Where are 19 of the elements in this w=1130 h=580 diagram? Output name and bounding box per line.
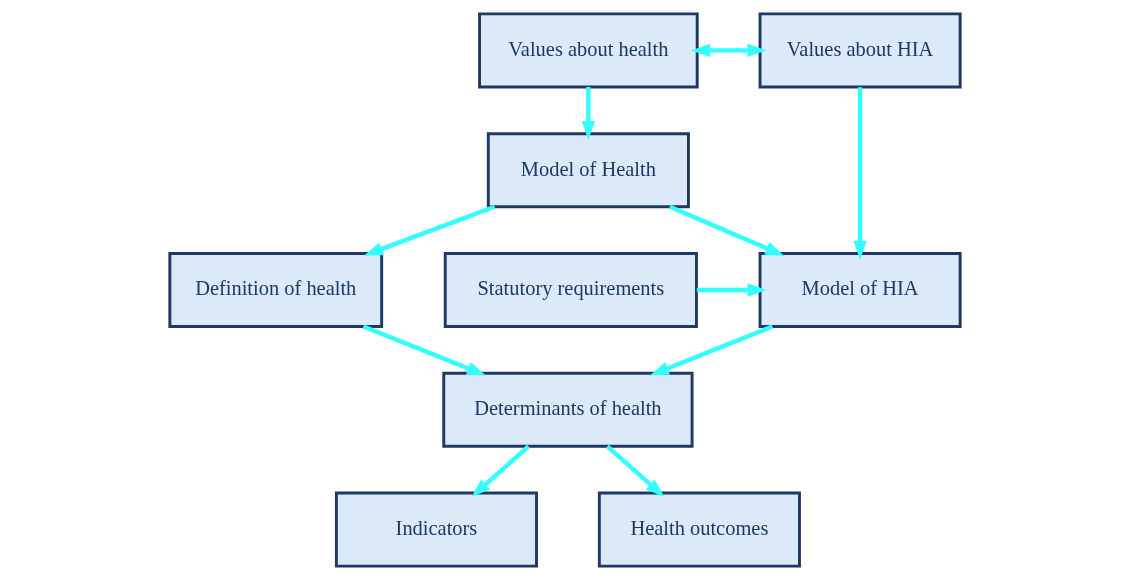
arrow xyxy=(363,204,496,256)
arrow xyxy=(696,283,767,297)
arrow xyxy=(853,87,867,260)
node-box: Values about health xyxy=(478,12,699,89)
arrow xyxy=(471,444,530,498)
node-box: Indicators xyxy=(334,491,538,568)
arrow xyxy=(362,324,486,376)
node-box: Model of HIA xyxy=(758,252,962,328)
arrow xyxy=(649,324,774,376)
node-box: Values about HIA xyxy=(758,12,962,89)
node-box: Health outcomes xyxy=(597,491,801,568)
arrow xyxy=(691,43,767,58)
node-box: Statutory requirements xyxy=(443,252,698,328)
node-box: Model of Health xyxy=(486,132,690,209)
arrow xyxy=(669,204,785,256)
arrow xyxy=(581,86,596,140)
node-box: Determinants of health xyxy=(442,371,694,448)
node-box: Definition of health xyxy=(168,252,384,328)
arrow xyxy=(605,444,665,498)
